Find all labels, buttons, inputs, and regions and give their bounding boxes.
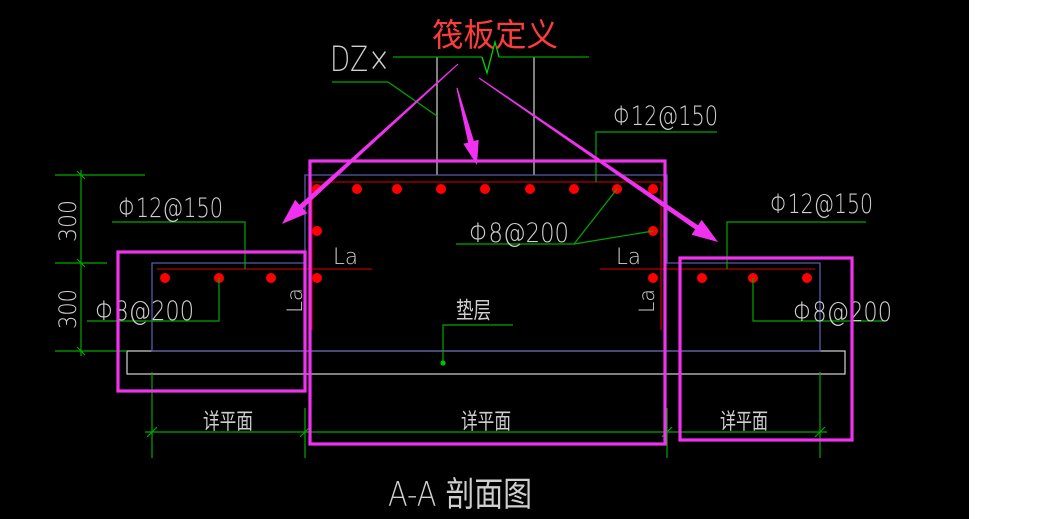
right-top-rebar-leader xyxy=(726,221,866,269)
break-symbol-icon xyxy=(481,39,500,76)
drawing-labels: DZ× Φ12@150 Φ8@200 Φ12@150 Φ8@200 Φ12@15… xyxy=(54,40,892,515)
left-bottom-rebar-leader xyxy=(87,278,220,322)
highlight-box-left-wing xyxy=(116,250,307,393)
highlight-arrows xyxy=(282,63,718,242)
dim-tick xyxy=(299,426,311,438)
center-top-rebar-leader xyxy=(595,131,717,182)
vertical-dimension xyxy=(55,170,145,356)
cushion-leader xyxy=(442,324,513,363)
column-label-leader xyxy=(332,81,438,117)
left-bottom-rebar-label: Φ8@200 xyxy=(95,296,194,327)
left-width-label: 详平面 xyxy=(203,410,253,435)
anchorage-label-right-vertical: La xyxy=(635,289,659,313)
rebar-dot xyxy=(648,184,658,194)
upper-thickness-dimension: 300 xyxy=(54,200,82,242)
right-bottom-rebar-label: Φ8@200 xyxy=(793,297,892,328)
cushion-leader-dot xyxy=(440,360,446,366)
highlight-boxes xyxy=(116,159,854,446)
anchorage-label-left-vertical: La xyxy=(283,288,307,313)
rebar-dot xyxy=(569,184,579,194)
rebar-dot xyxy=(697,273,707,283)
rebar-dot xyxy=(266,273,276,283)
anchorage-label-right: La xyxy=(616,245,641,270)
cushion-layer-label: 垫层 xyxy=(456,298,491,324)
column-label: DZ× xyxy=(330,40,390,80)
rebar-dot xyxy=(312,226,322,236)
dim-tick xyxy=(76,258,86,268)
rebar-dot xyxy=(802,273,812,283)
rebar-dot xyxy=(436,184,446,194)
rebar-dot xyxy=(480,184,490,194)
highlight-box-right-wing xyxy=(678,256,854,442)
center-side-rebar-label: Φ8@200 xyxy=(469,218,569,249)
rebar-dot xyxy=(312,273,322,283)
dim-tick xyxy=(76,346,86,356)
lower-thickness-dimension: 300 xyxy=(54,289,82,329)
rebar-dots xyxy=(160,184,812,283)
center-top-rebar-line xyxy=(311,181,662,330)
right-top-rebar-label: Φ12@150 xyxy=(770,189,873,220)
arrow-down-icon xyxy=(456,87,479,165)
dim-tick xyxy=(76,170,86,180)
center-width-label: 详平面 xyxy=(461,410,511,435)
anchorage-label-left: La xyxy=(333,245,358,270)
rebar-dot xyxy=(352,184,362,194)
highlight-box-center xyxy=(308,159,667,446)
break-line xyxy=(393,39,589,76)
arrow-right-icon xyxy=(478,77,718,242)
arrow-left-icon xyxy=(282,63,459,224)
rebar-dot xyxy=(392,184,402,194)
raft-slab-outline xyxy=(151,174,821,352)
annotation-title: 筏板定义 xyxy=(432,16,558,54)
leader-lines xyxy=(87,81,885,363)
blank-side-panel xyxy=(969,0,1062,519)
right-width-label: 详平面 xyxy=(720,410,768,435)
right-bottom-rebar-leader xyxy=(752,278,885,322)
center-top-rebar-label: Φ12@150 xyxy=(613,101,718,132)
dim-tick xyxy=(146,426,158,438)
center-side-rebar-leader-branch xyxy=(573,230,654,245)
rebar-lines xyxy=(157,181,815,330)
left-top-rebar-label: Φ12@150 xyxy=(118,193,223,224)
section-title: A-A 剖面图 xyxy=(388,475,532,515)
dim-tick xyxy=(814,426,826,438)
rebar-dot xyxy=(525,184,535,194)
rebar-dot xyxy=(160,273,170,283)
rebar-dot xyxy=(648,273,658,283)
